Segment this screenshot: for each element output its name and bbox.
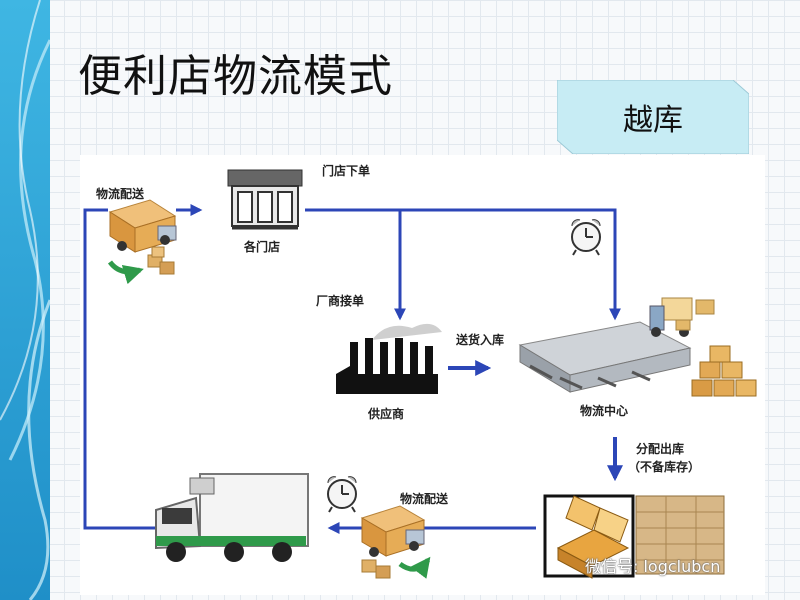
watermark: 微信号: logclubcn [585, 557, 721, 576]
alarm-clock-bottom-icon [327, 476, 357, 513]
label-logistics-center: 物流中心 [580, 404, 629, 418]
label-delivery-top: 物流配送 [96, 187, 145, 201]
title-badge [557, 80, 749, 154]
label-vendor-accept: 厂商接单 [316, 294, 365, 308]
factory-icon [336, 323, 442, 394]
label-stores: 各门店 [244, 240, 281, 254]
label-store-order: 门店下单 [322, 164, 371, 178]
label-dispatch: 分配出库 [636, 442, 685, 456]
page-title: 便利店物流模式 [78, 51, 393, 102]
store-icon [227, 169, 303, 230]
open-box-pallet-icon [543, 494, 725, 579]
alarm-clock-icon [571, 219, 601, 256]
label-supplier: 供应商 [368, 407, 405, 421]
label-ship-to-warehouse: 送货入库 [456, 333, 505, 347]
big-truck-icon [155, 473, 309, 562]
boxes-stack-icon [691, 345, 757, 397]
forklift-icon [649, 297, 715, 337]
label-delivery-bottom: 物流配送 [400, 492, 449, 506]
flow-arrows [83, 204, 623, 534]
delivery-truck-bottom-icon [360, 505, 431, 579]
delivery-truck-icon [107, 199, 177, 285]
badge-label: 越库 [623, 103, 683, 138]
side-decoration [0, 0, 50, 600]
logistics-center-icon [518, 321, 692, 393]
label-no-stock: （不备库存） [628, 460, 701, 474]
